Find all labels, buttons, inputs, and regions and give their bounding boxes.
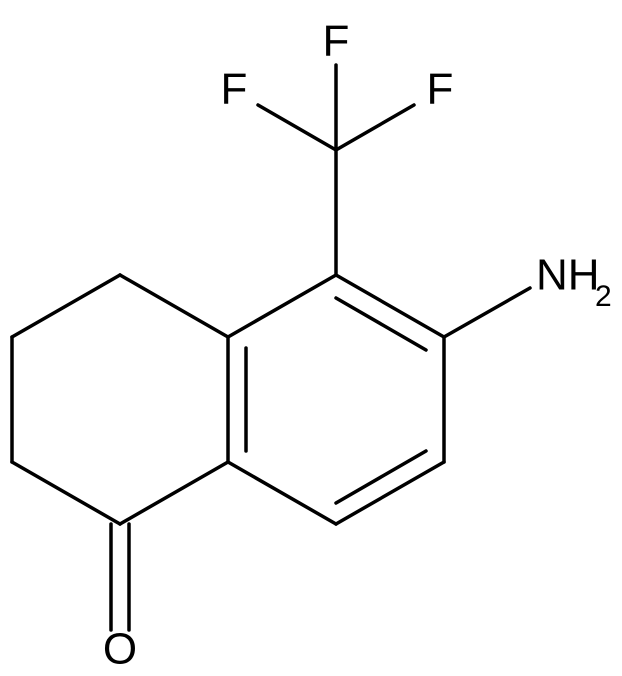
- bond-c7-c8-inner: [334, 449, 428, 505]
- bond-c8-c8a: [226, 460, 338, 526]
- bond-c5-c6: [334, 273, 446, 339]
- atom-f-right: F: [427, 65, 454, 114]
- bond-c-f-left: [256, 103, 338, 152]
- atom-oxygen: O: [103, 625, 137, 674]
- atom-f-left: F: [221, 65, 248, 114]
- bond-c4-c3: [10, 273, 122, 339]
- bond-c-f-right: [334, 103, 416, 152]
- atom-f-top: F: [323, 17, 350, 66]
- bond-c2-c1: [10, 460, 122, 526]
- bond-c4a-c5: [226, 273, 338, 339]
- atom-nh2-subscript: 2: [595, 280, 612, 313]
- bond-c7-c8: [334, 460, 446, 526]
- bond-c1-c8a: [118, 460, 230, 526]
- atom-nh2: NH: [536, 251, 600, 300]
- bond-c4a-c4: [118, 273, 230, 339]
- bond-c5-c6-inner: [334, 296, 428, 352]
- bond-c6-n: [442, 286, 532, 339]
